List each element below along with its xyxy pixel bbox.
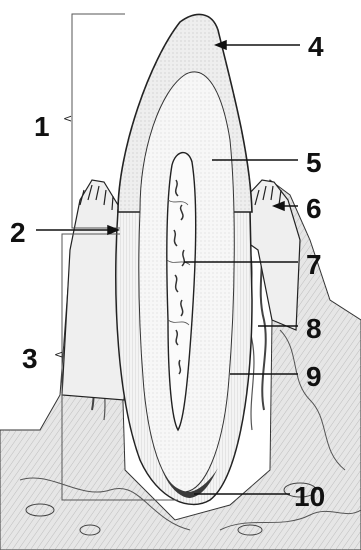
label-10: 10 <box>294 481 325 512</box>
label-2: 2 <box>10 217 26 248</box>
bracket-1-mark: < <box>63 112 72 125</box>
label-7: 7 <box>306 249 322 280</box>
label-3: 3 <box>22 343 38 374</box>
label-1: 1 <box>34 111 50 142</box>
label-8: 8 <box>306 313 322 344</box>
label-5: 5 <box>306 147 322 178</box>
label-9: 9 <box>306 361 322 392</box>
bracket-3-mark: < <box>54 348 63 361</box>
label-6: 6 <box>306 193 322 224</box>
label-4: 4 <box>308 31 324 62</box>
